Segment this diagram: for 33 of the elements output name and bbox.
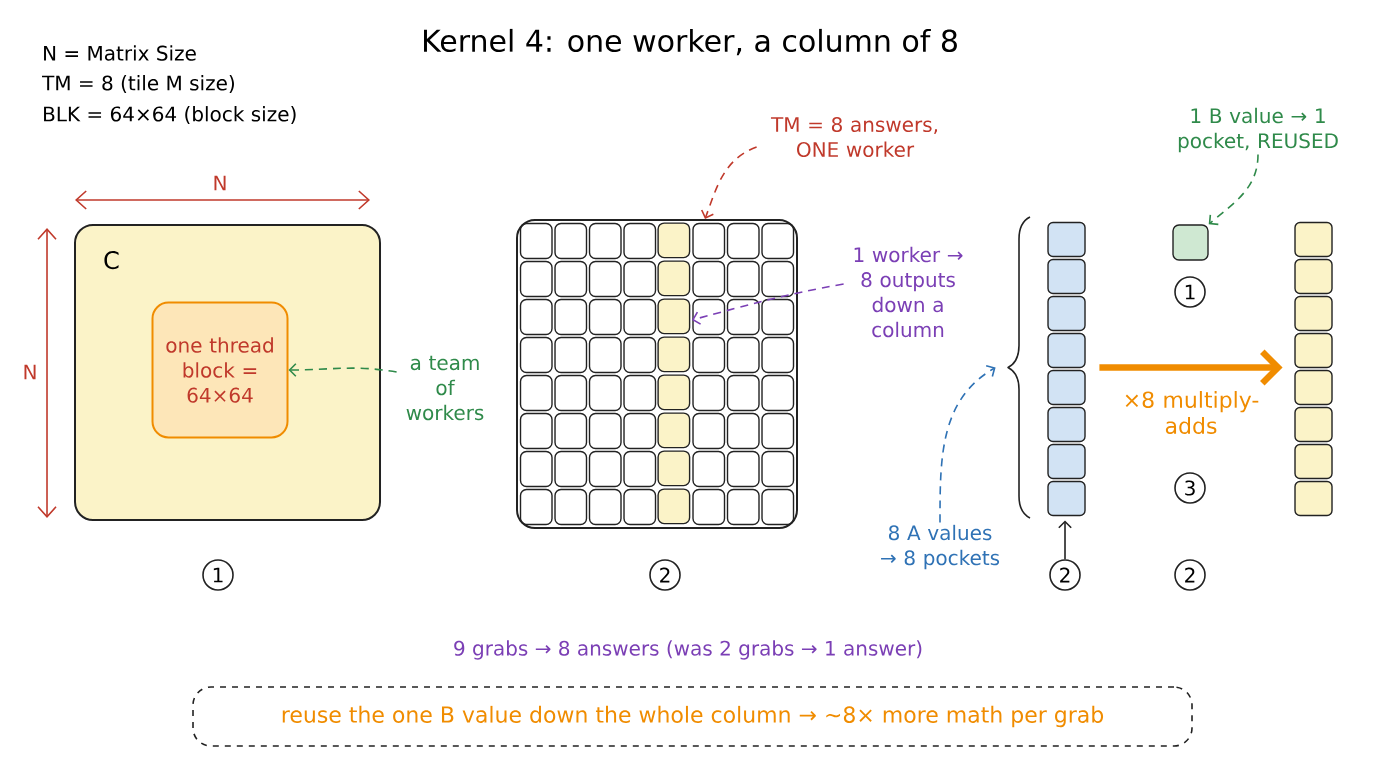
dashed-arrow: [700, 146, 758, 219]
annotation-text: 8 A values → 8 pockets: [881, 524, 1000, 570]
definition-text: N = Matrix Size: [44, 45, 196, 61]
pocket-square: [1172, 224, 1209, 261]
step-number: 2: [649, 559, 681, 591]
thread-block-box: one thread block = 64×64: [151, 301, 289, 439]
title: Kernel 4: one worker, a column of 8: [424, 28, 957, 56]
thick-arrow: [1099, 349, 1283, 386]
step-number: 3: [1174, 472, 1206, 504]
annotation-text: 1 B value → 1 pocket, REUSED: [1178, 107, 1338, 153]
dimension-label: N: [24, 364, 36, 380]
summary-text: 9 grabs → 8 answers (was 2 grabs → 1 answer): [454, 640, 922, 660]
note-box: reuse the one B value down the whole column → ~8× more math per grab: [192, 686, 1193, 747]
output-column: [1294, 221, 1333, 517]
arrow: [1058, 520, 1072, 560]
dashed-arrow: [288, 363, 398, 377]
dimension-label: N: [214, 175, 226, 191]
dashed-arrow: [1208, 153, 1259, 226]
dashed-arrow: [691, 283, 845, 325]
definition-text: BLK = 64×64 (block size): [44, 106, 296, 124]
step-number: 2: [1174, 559, 1206, 591]
step-number: 1: [1174, 276, 1206, 308]
step-number: 1: [202, 559, 234, 591]
edge-label: ×8 multiply-adds: [1109, 389, 1273, 436]
grid-drawing: [516, 219, 798, 529]
annotation-text: a team of workers: [406, 355, 484, 421]
annotation-text: 1 worker → 8 outputs down a column: [854, 246, 963, 338]
dashed-arrow: [939, 365, 996, 524]
definition-text: TM = 8 (tile M size): [42, 75, 234, 93]
pocket-column-drawing: [1007, 216, 1086, 519]
step-number: 2: [1049, 559, 1081, 591]
highlighted-column: [657, 222, 691, 525]
annotation-text: TM = 8 answers, ONE worker: [770, 116, 937, 158]
